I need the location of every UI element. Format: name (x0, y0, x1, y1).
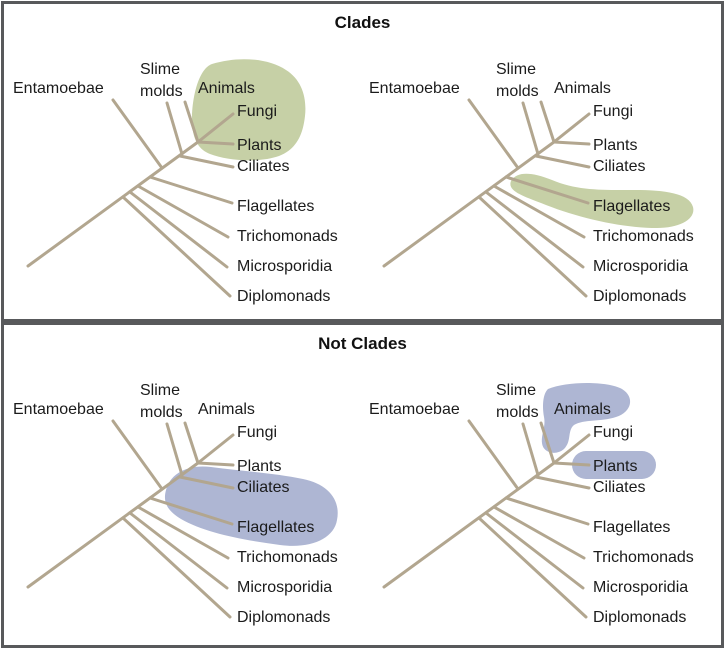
taxon-label-trichomonads: Trichomonads (237, 549, 338, 566)
taxon-label-fungi: Fungi (593, 424, 634, 441)
taxon-label-slime-molds: Slime molds (140, 382, 183, 421)
phylogenetic-tree (26, 59, 306, 298)
taxon-label-fungi: Fungi (237, 424, 278, 441)
taxon-label-microsporidia: Microsporidia (237, 579, 333, 596)
clades-title: Clades (334, 13, 391, 32)
panel-not-clade-ciliates-flagellates: Entamoebae Slime molds Animals Fungi Pla… (6, 327, 359, 629)
taxon-label-entamoebae: Entamoebae (369, 401, 460, 418)
taxon-label-plants: Plants (237, 458, 282, 475)
taxon-label-fungi: Fungi (237, 103, 278, 120)
taxon-label-plants: Plants (593, 458, 638, 475)
taxon-label-diplomonads: Diplomonads (593, 609, 687, 626)
taxon-label-ciliates: Ciliates (593, 158, 646, 175)
taxon-label-trichomonads: Trichomonads (237, 228, 338, 245)
phylogenetic-tree (382, 98, 694, 298)
clades-section: Clades Entamoebae Slime molds Animals Fu… (1, 1, 724, 322)
highlight-blob-flagellates (510, 173, 694, 228)
taxon-label-diplomonads: Diplomonads (237, 609, 331, 626)
taxon-label-flagellates: Flagellates (593, 519, 671, 536)
taxon-label-diplomonads: Diplomonads (593, 288, 687, 305)
taxon-label-entamoebae: Entamoebae (13, 80, 104, 97)
taxon-label-fungi: Fungi (593, 103, 634, 120)
highlight-blob-animals (541, 383, 631, 453)
highlight-blob-ciliates-flagellates (164, 466, 338, 546)
taxon-label-plants: Plants (237, 137, 282, 154)
phylogenetic-tree (26, 419, 338, 619)
taxon-label-animals: Animals (198, 80, 255, 97)
highlight-blob-plants (572, 451, 656, 479)
taxon-label-trichomonads: Trichomonads (593, 228, 694, 245)
taxon-label-trichomonads: Trichomonads (593, 549, 694, 566)
taxon-label-microsporidia: Microsporidia (593, 258, 689, 275)
taxon-label-slime-molds: Slime molds (496, 382, 539, 421)
not-clades-title: Not Clades (318, 334, 407, 353)
taxon-label-flagellates: Flagellates (237, 519, 315, 536)
taxon-label-slime-molds: Slime molds (140, 61, 183, 100)
taxon-label-entamoebae: Entamoebae (369, 80, 460, 97)
taxon-label-entamoebae: Entamoebae (13, 401, 104, 418)
taxon-label-ciliates: Ciliates (237, 158, 290, 175)
taxon-label-animals: Animals (554, 401, 611, 418)
taxon-label-slime-molds: Slime molds (496, 61, 539, 100)
taxon-label-microsporidia: Microsporidia (237, 258, 333, 275)
panel-clade-animals-fungi-plants: Entamoebae Slime molds Animals Fungi Pla… (6, 6, 359, 308)
taxon-label-microsporidia: Microsporidia (593, 579, 689, 596)
taxon-label-ciliates: Ciliates (593, 479, 646, 496)
phylogenetic-tree (382, 383, 656, 619)
taxon-label-animals: Animals (198, 401, 255, 418)
taxon-label-flagellates: Flagellates (593, 198, 671, 215)
taxon-label-ciliates: Ciliates (237, 479, 290, 496)
panel-not-clade-animals-plants: Entamoebae Slime molds Animals Fungi Pla… (362, 327, 715, 629)
not-clades-section: Not Clades Entamoebae Slime molds Animal… (1, 322, 724, 648)
taxon-label-flagellates: Flagellates (237, 198, 315, 215)
panel-clade-flagellates: Entamoebae Slime molds Animals Fungi Pla… (362, 6, 715, 308)
taxon-label-plants: Plants (593, 137, 638, 154)
taxon-label-animals: Animals (554, 80, 611, 97)
highlight-blob-animals-fungi-plants (192, 59, 306, 161)
taxon-label-diplomonads: Diplomonads (237, 288, 331, 305)
